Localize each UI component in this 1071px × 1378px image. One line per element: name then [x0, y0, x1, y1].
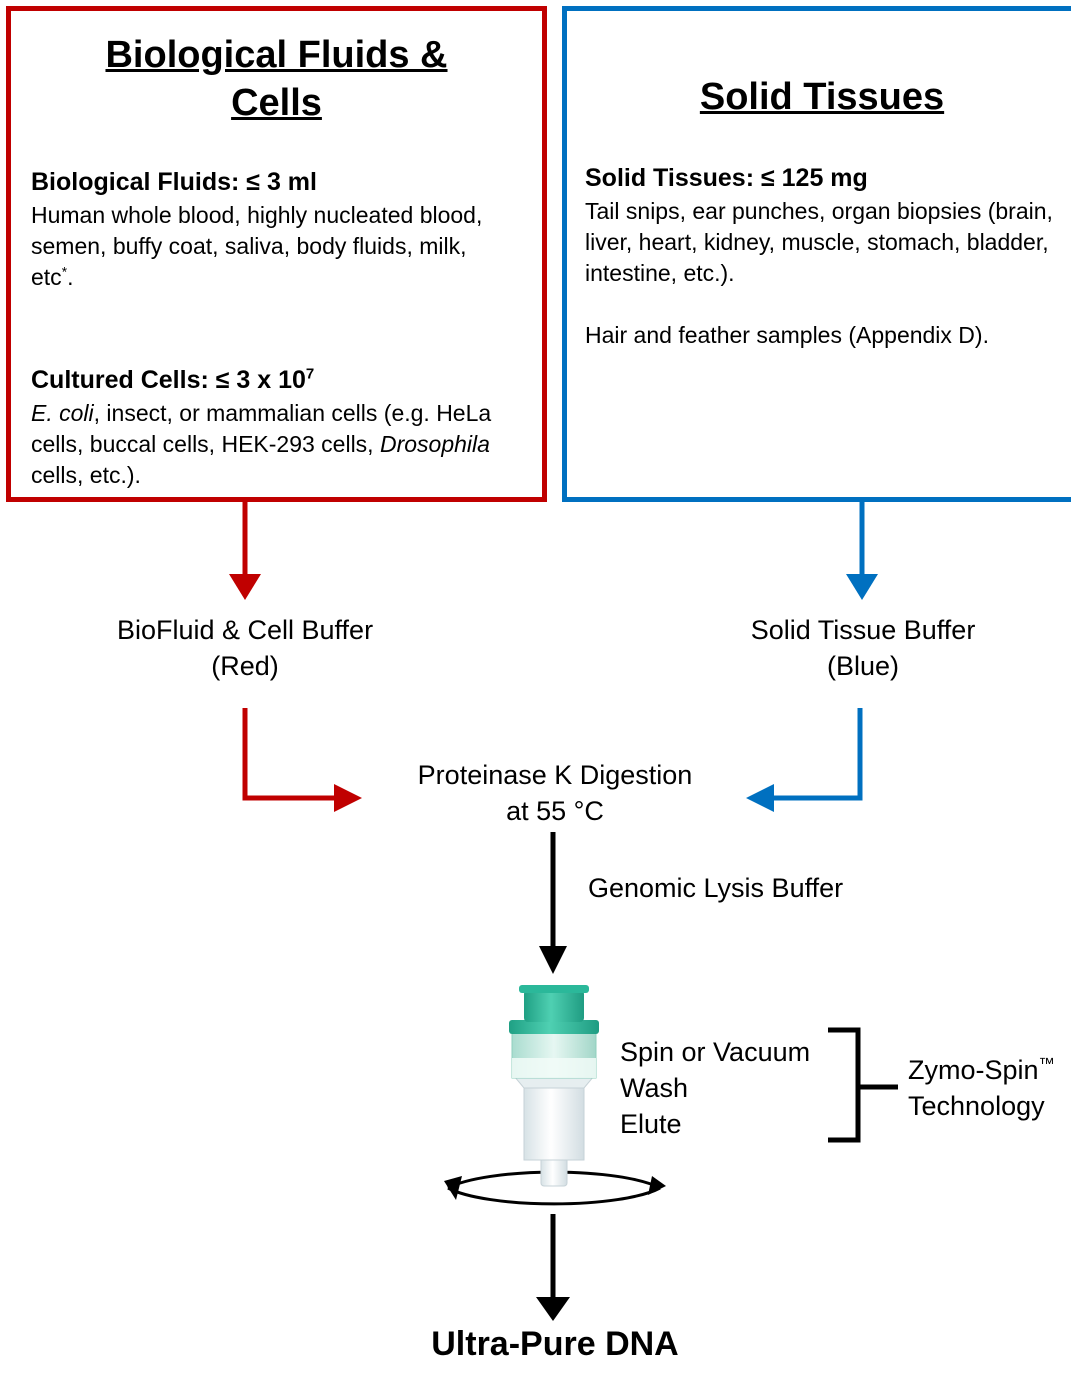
panel-title-line1: Biological Fluids & — [105, 34, 448, 76]
spin-column-icon — [444, 985, 666, 1206]
blue-arrow-down — [846, 502, 878, 600]
cells-heading: Cultured Cells: ≤ 3 x 107 — [31, 365, 315, 394]
tissues-description: Tail snips, ear punches, organ biopsies … — [585, 198, 1053, 286]
zymo-spin-technology-label: Zymo-Spin™ Technology — [908, 1055, 1055, 1121]
hair-feather-note: Hair and feather samples (Appendix D). — [585, 322, 989, 348]
panel-title: Solid Tissues — [699, 76, 945, 118]
panel-title: Biological Fluids & Cells — [11, 31, 542, 127]
solid-tissues-panel: Solid Tissues Solid Tissues: ≤ 125 mg Ta… — [562, 6, 1071, 502]
proteinase-k-digestion-label: Proteinase K Digestion at 55 °C — [417, 760, 693, 826]
biofluid-buffer-label: BioFluid & Cell Buffer (Red) — [116, 615, 374, 681]
fluids-heading: Biological Fluids: ≤ 3 ml — [31, 168, 317, 196]
biological-fluids-panel: Biological Fluids & Cells Biological Flu… — [6, 6, 547, 502]
panel-title-line2: Cells — [231, 82, 322, 124]
step-spin-or-vacuum: Spin or Vacuum — [620, 1037, 811, 1067]
ultra-pure-dna-label: Ultra-Pure DNA — [431, 1325, 679, 1363]
step-wash: Wash — [620, 1073, 689, 1103]
column-steps: Spin or Vacuum Wash Elute — [620, 1034, 810, 1142]
red-arrow-elbow — [242, 708, 362, 812]
bracket — [828, 1027, 898, 1143]
blue-arrow-elbow — [746, 708, 863, 812]
fluids-description: Human whole blood, highly nucleated bloo… — [31, 202, 483, 290]
black-arrow-result — [536, 1214, 570, 1321]
genomic-lysis-buffer-label: Genomic Lysis Buffer — [588, 873, 844, 903]
black-arrow-down — [539, 832, 567, 974]
cells-description: E. coli, insect, or mammalian cells (e.g… — [31, 400, 492, 488]
solid-tissue-buffer-label: Solid Tissue Buffer (Blue) — [750, 615, 976, 681]
red-arrow-down — [229, 502, 261, 600]
tissues-heading: Solid Tissues: ≤ 125 mg — [585, 164, 868, 192]
step-elute: Elute — [620, 1109, 682, 1139]
